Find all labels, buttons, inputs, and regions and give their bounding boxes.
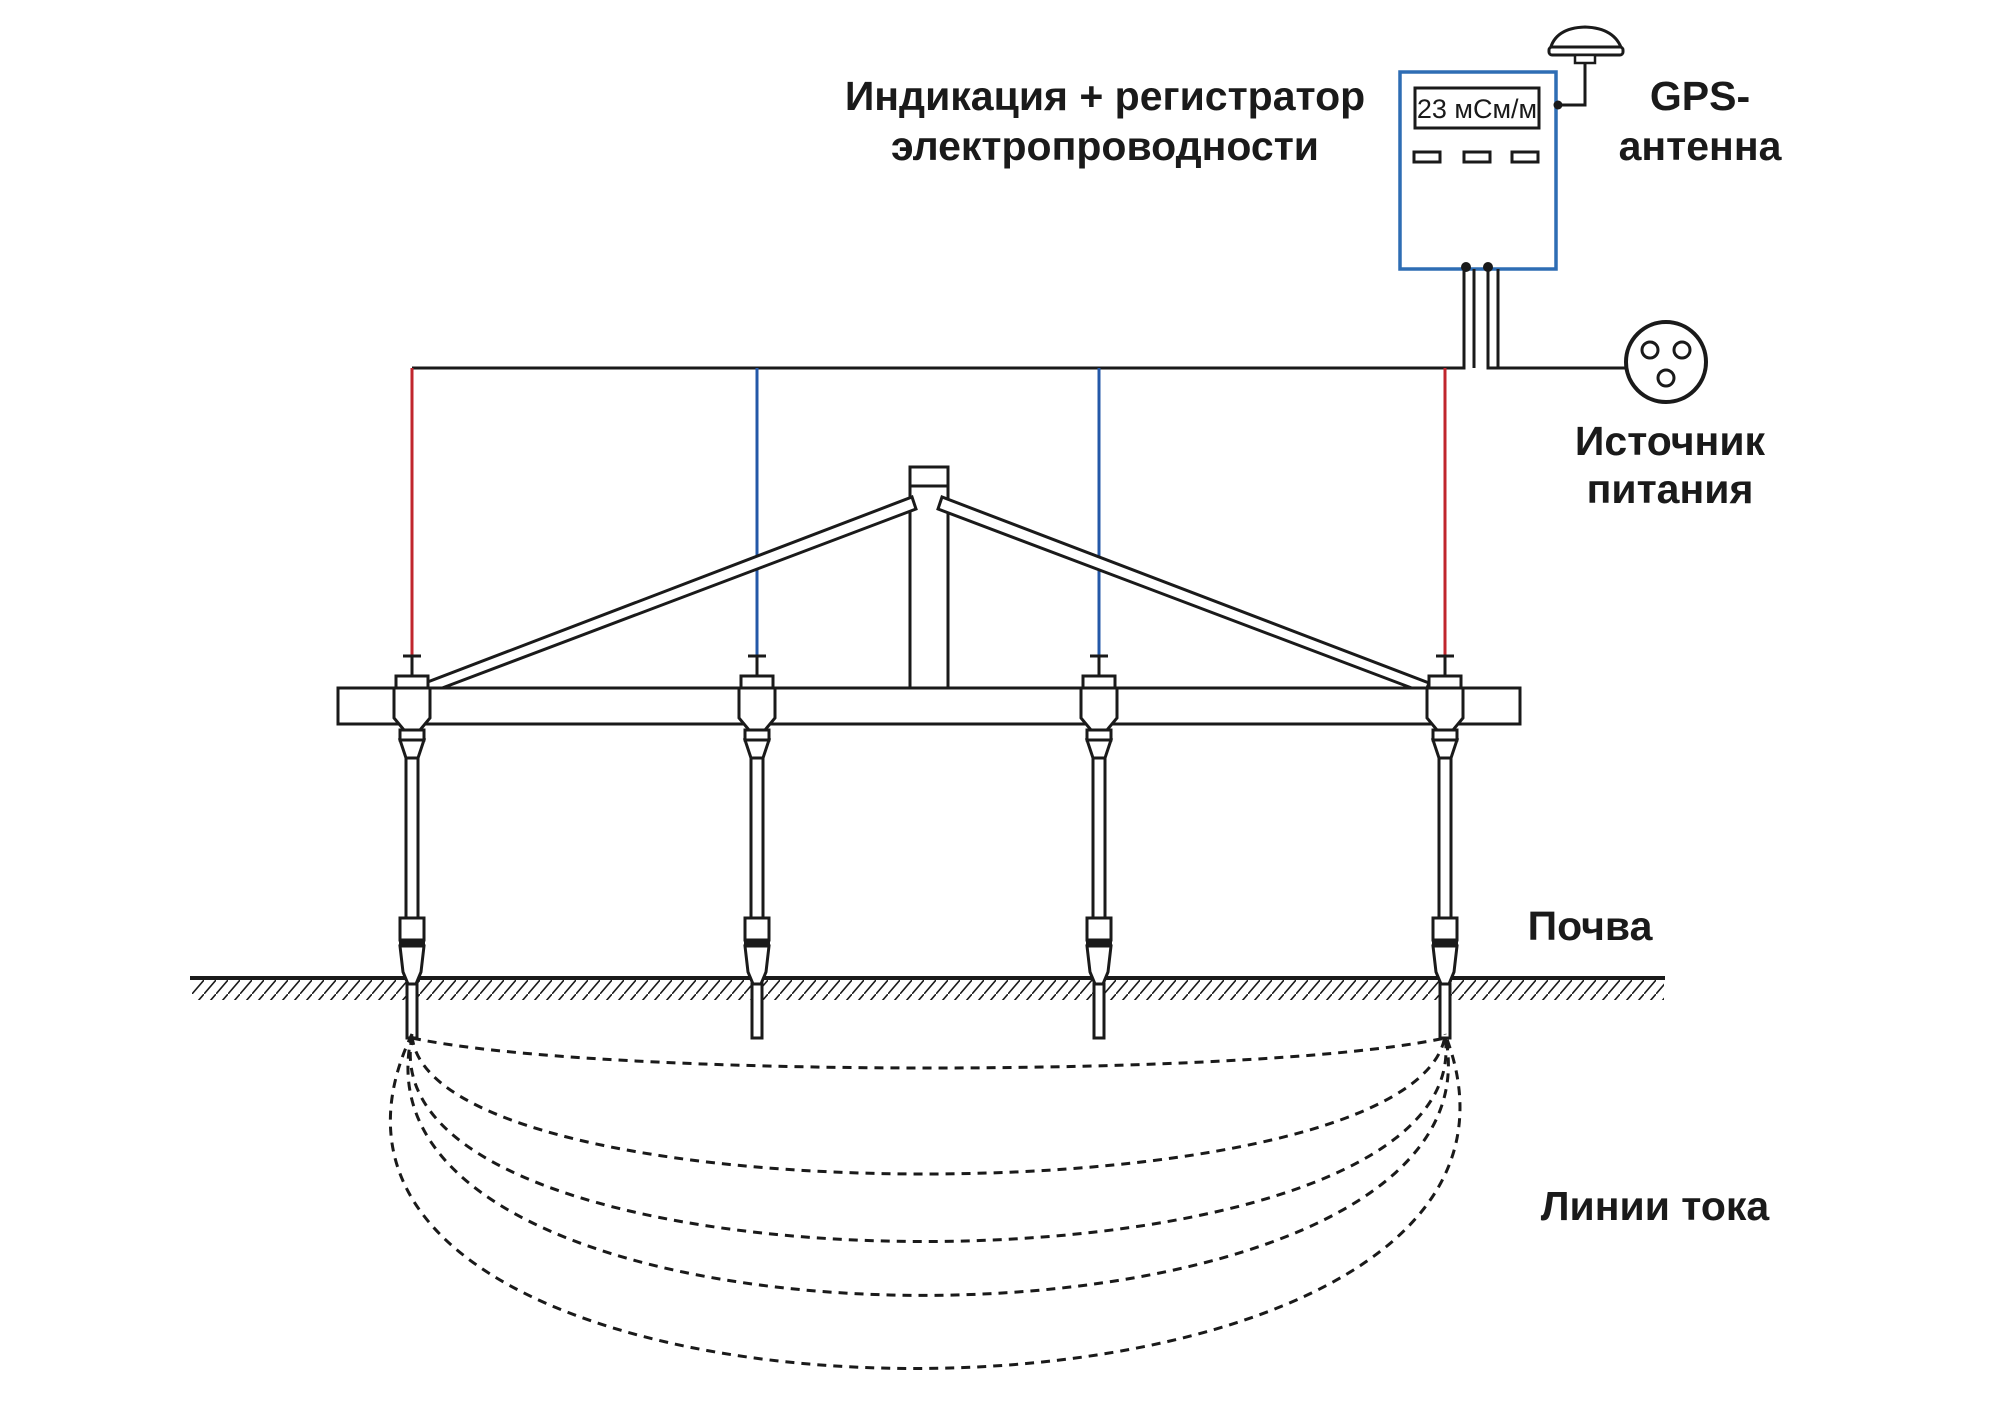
- implement-frame: [336, 465, 1522, 726]
- soil-surface: [190, 976, 1665, 1000]
- logger-label-line1: Индикация + регистратор: [845, 73, 1365, 119]
- gps-label-line2: антенна: [1619, 123, 1783, 169]
- power-socket-icon: [1624, 320, 1708, 404]
- logger-button-3[interactable]: [1510, 150, 1540, 164]
- current-line: [389, 1033, 1462, 1370]
- current-lines: [389, 1033, 1462, 1370]
- logger-display: [1413, 86, 1541, 130]
- electrode-inner-left: [737, 654, 777, 1040]
- soil-label: Почва: [1528, 903, 1654, 949]
- power-label-line2: питания: [1587, 466, 1754, 512]
- current-line: [411, 1036, 1446, 1070]
- toolbar-beam: [336, 686, 1522, 726]
- current-line: [406, 1033, 1450, 1297]
- left-brace: [423, 495, 918, 695]
- logger-button-1[interactable]: [1412, 150, 1442, 164]
- electrode-outer-right: [1425, 654, 1465, 1040]
- electrode-inner-right: [1079, 654, 1119, 1040]
- gps-label-line1: GPS-: [1650, 73, 1750, 119]
- power-label-line1: Источник: [1575, 418, 1766, 464]
- electrodes: [392, 654, 1465, 1040]
- current-lines-label: Линии тока: [1541, 1183, 1771, 1229]
- logger-display-reading: 23 мСм/м: [1417, 94, 1537, 124]
- signal-wiring: [412, 262, 1626, 370]
- conductivity-logger: 23 мСм/м: [1398, 70, 1558, 271]
- current-line: [410, 1035, 1447, 1176]
- right-brace: [936, 495, 1431, 695]
- logger-button-2[interactable]: [1462, 150, 1492, 164]
- electrode-outer-left: [392, 654, 432, 1040]
- logger-label-line2: электропроводности: [891, 123, 1319, 169]
- gps-antenna-icon: [1547, 25, 1625, 110]
